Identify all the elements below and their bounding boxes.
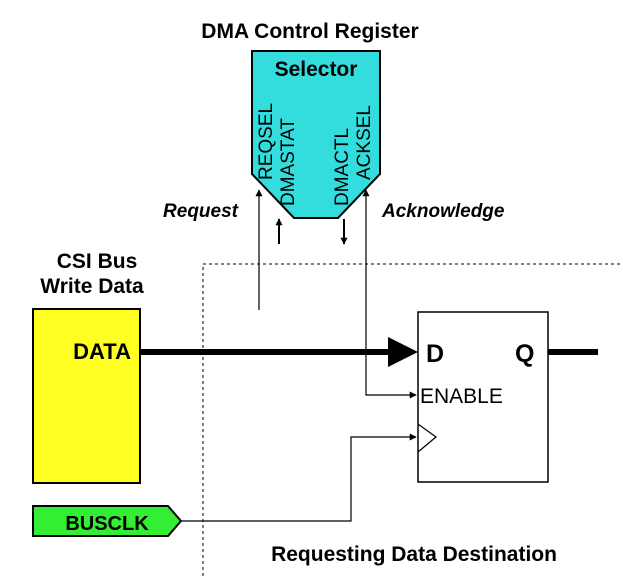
data-label: DATA	[73, 339, 131, 364]
csi-bus-heading: CSI Bus	[57, 250, 138, 273]
flipflop-box	[417, 311, 549, 483]
flipflop-q-label: Q	[515, 340, 534, 368]
dma-control-register-heading: DMA Control Register	[201, 20, 418, 43]
acknowledge-label: Acknowledge	[381, 201, 505, 222]
signal-reqsel: REQSEL	[256, 103, 277, 180]
clock-line	[181, 433, 417, 522]
selector-block	[251, 50, 381, 219]
clock-input-triangle	[417, 423, 437, 453]
selector-title: Selector	[275, 58, 358, 81]
signal-acksel: ACKSEL	[354, 105, 375, 180]
signal-dmastat: DMASTAT	[278, 118, 299, 206]
csi-bus-subheading: Write Data	[40, 275, 144, 298]
acknowledge-line	[362, 189, 417, 399]
destination-label: Requesting Data Destination	[271, 543, 557, 566]
busclk-block	[32, 505, 183, 537]
csi-bus-block	[32, 308, 141, 484]
request-label: Request	[163, 201, 239, 222]
busclk-label: BUSCLK	[65, 513, 149, 535]
flipflop-enable-label: ENABLE	[420, 385, 503, 408]
data-bus-arrowhead	[388, 337, 418, 367]
signal-dmactl: DMACTL	[332, 128, 353, 206]
flipflop-d-label: D	[426, 340, 444, 368]
destination-boundary	[202, 263, 623, 576]
